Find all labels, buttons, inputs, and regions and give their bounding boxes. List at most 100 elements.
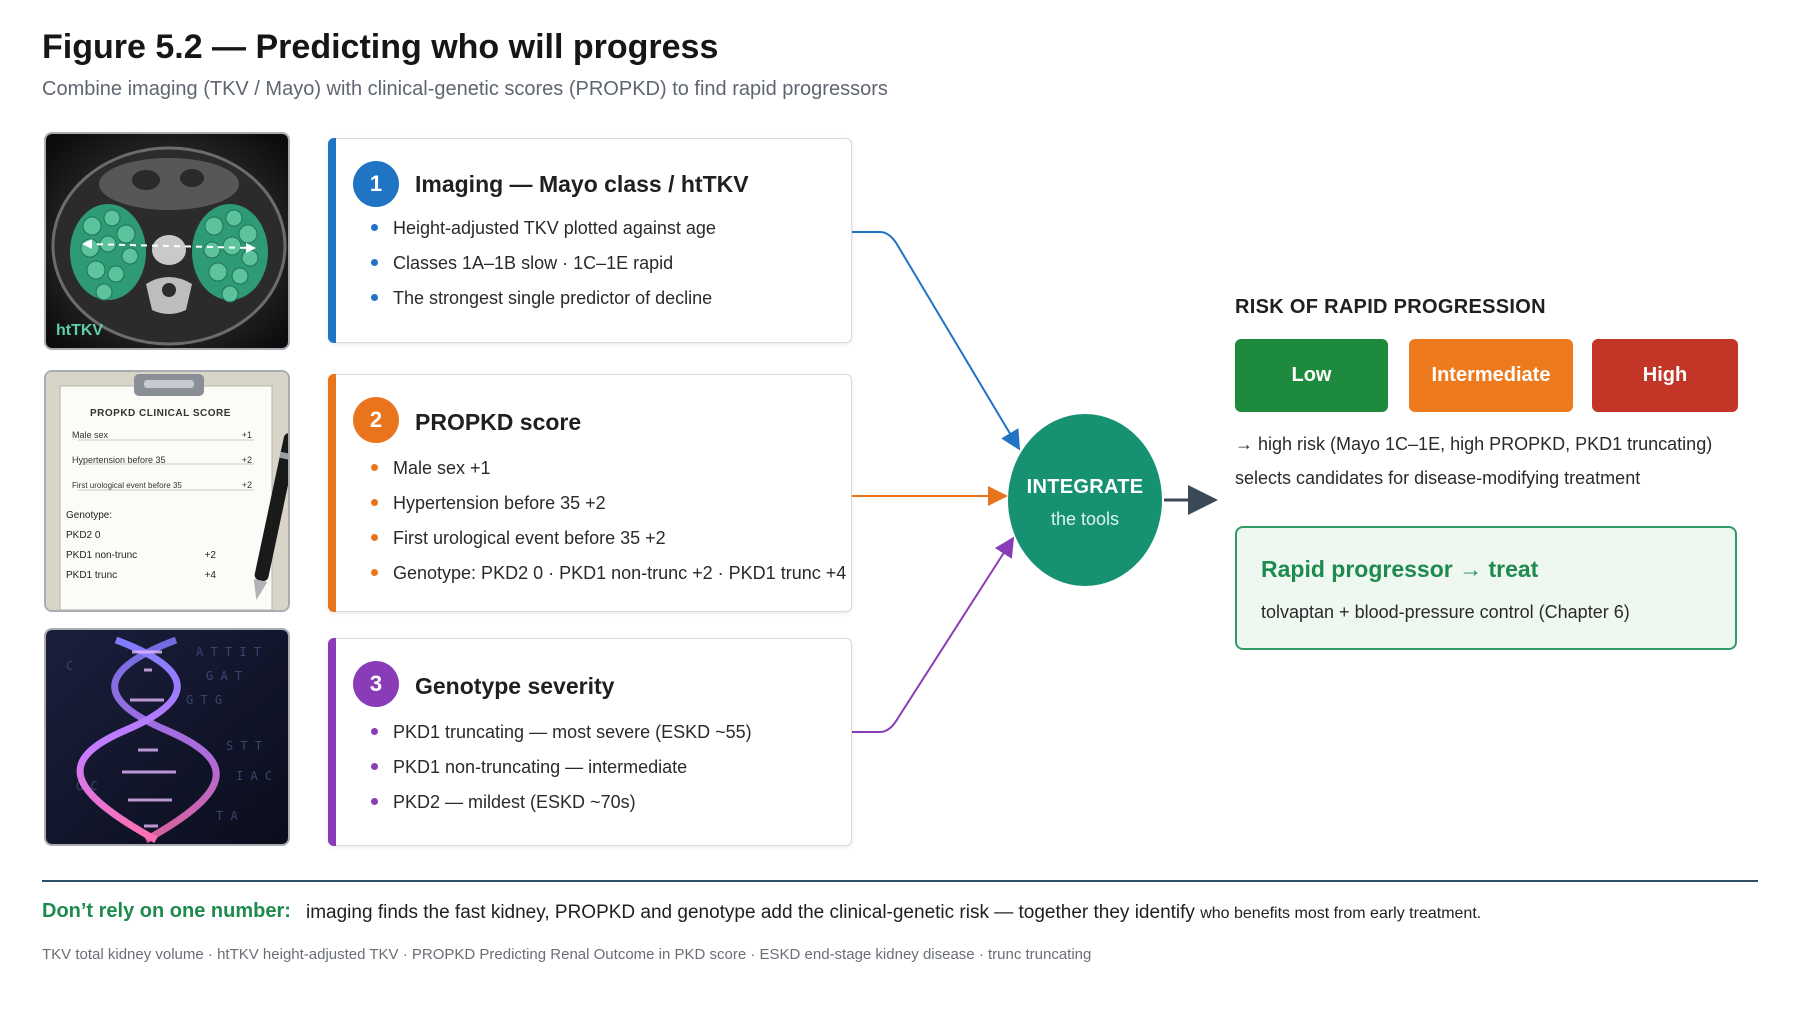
bullet-dot [371, 763, 378, 770]
footer-message-part1: imaging finds the fast kidney, PROPKD an… [306, 902, 1195, 923]
card-title: Imaging — Mayo class / htTKV [415, 171, 749, 197]
bullet-text: Height-adjusted TKV plotted against age [393, 218, 716, 238]
arrow-genotype-to-integrate [852, 536, 1015, 733]
svg-text:G T G: G T G [186, 693, 222, 707]
card-imaging: 1 Imaging — Mayo class / htTKV Height-ad… [328, 138, 852, 343]
footer-key-message: Don’t rely on one number: [42, 900, 291, 922]
score-sheet-row: Male sex +1 [72, 430, 256, 455]
risk-high-pill: High [1592, 339, 1738, 412]
card-title: PROPKD score [415, 409, 582, 435]
bullet-dot [371, 499, 378, 506]
bullet-text: The strongest single predictor of declin… [393, 288, 713, 308]
bullet-item: PKD2 — mildest (ESKD ~70s) [371, 791, 752, 826]
bullet-dot [371, 294, 378, 301]
svg-text:A T T I T: A T T I T [196, 645, 261, 659]
bullet-dot [371, 798, 378, 805]
bullet-dot [371, 569, 378, 576]
bullet-item: Classes 1A–1B slow · 1C–1E rapid [371, 252, 716, 287]
step-number-badge: 1 [353, 161, 399, 207]
bullet-text: Classes 1A–1B slow · 1C–1E rapid [393, 253, 674, 273]
bullet-item: Male sex +1 [371, 457, 846, 492]
bullet-item: The strongest single predictor of declin… [371, 287, 716, 322]
score-sheet-title: PROPKD CLINICAL SCORE [90, 408, 231, 419]
bullet-item: PKD1 truncating — most severe (ESKD ~55) [371, 721, 752, 756]
bullet-dot [371, 259, 378, 266]
score-row-label: Hypertension before 35 [72, 455, 166, 465]
risk-intermediate-pill: Intermediate [1409, 339, 1573, 412]
footer-message: imaging finds the fast kidney, PROPKD an… [306, 902, 1481, 924]
bullet-dot [371, 224, 378, 231]
score-row-points: +1 [241, 430, 252, 440]
genotype-row-points: +2 [204, 550, 216, 561]
integrate-node: INTEGRATE the tools [1008, 414, 1162, 586]
bullet-item: First urological event before 35 +2 [371, 527, 846, 562]
arrow-imaging-to-integrate [852, 231, 1021, 451]
treat-text: tolvaptan + blood-pressure control (Chap… [1261, 602, 1630, 622]
figure-title: Figure 5.2 — Predicting who will progres… [42, 28, 719, 66]
footer-divider [42, 880, 1758, 882]
card-accent-bar [328, 638, 336, 846]
bullet-item: Genotype: PKD2 0 · PKD1 non-trunc +2 · P… [371, 562, 846, 597]
svg-text:G A T: G A T [206, 669, 242, 683]
card-accent-bar [328, 374, 336, 612]
svg-text:I A C: I A C [236, 769, 272, 783]
httkv-label: htTKV [56, 322, 104, 339]
score-sheet-row: Hypertension before 35 +2 [72, 455, 256, 480]
genotype-row-label: PKD1 non-trunc [66, 550, 138, 561]
figure-subtitle: Combine imaging (TKV / Mayo) with clinic… [42, 78, 888, 100]
bullet-item: PKD1 non-truncating — intermediate [371, 756, 752, 791]
step-number-badge: 3 [353, 661, 399, 707]
genotype-label: Genotype: [66, 510, 113, 521]
genotype-row-points: +4 [204, 570, 216, 581]
bullet-text: Genotype: PKD2 0 · PKD1 non-trunc +2 · P… [393, 563, 847, 583]
genotype-row-label: PKD1 trunc [66, 570, 118, 581]
footer-message-part2: who benefits most from early treatment. [1200, 905, 1482, 922]
genotype-row: PKD2 0 [66, 530, 216, 550]
card-bullets: Height-adjusted TKV plotted against age … [371, 217, 716, 322]
treat-title: Rapid progressor → treat [1261, 556, 1539, 582]
genotype-row: PKD1 trunc +4 [66, 570, 216, 590]
score-clipboard-image: PROPKD CLINICAL SCORE Male sex +1 Hypert… [44, 370, 290, 612]
score-sheet-rows: Male sex +1 Hypertension before 35 +2 Fi… [72, 430, 256, 505]
ct-scan-image: htTKV [44, 132, 290, 350]
bullet-text: First urological event before 35 +2 [393, 528, 666, 548]
bullet-dot [371, 534, 378, 541]
score-row-label: Male sex [72, 430, 109, 440]
card-bullets: Male sex +1 Hypertension before 35 +2 Fi… [371, 457, 846, 597]
card-bullets: PKD1 truncating — most severe (ESKD ~55)… [371, 721, 752, 826]
genotype-block: Genotype: PKD2 0 PKD1 non-trunc +2 PKD1 … [66, 510, 216, 590]
bullet-text: PKD2 — mildest (ESKD ~70s) [393, 792, 636, 812]
risk-low-pill: Low [1235, 339, 1388, 412]
score-row-label: First urological event before 35 [72, 481, 182, 490]
svg-text:T A: T A [216, 809, 238, 823]
bullet-text: PKD1 non-truncating — intermediate [393, 757, 688, 777]
score-sheet-row: First urological event before 35 +2 [72, 480, 256, 505]
score-row-points: +2 [241, 480, 252, 490]
integrate-subtitle: the tools [1050, 509, 1120, 529]
bullet-item: Height-adjusted TKV plotted against age [371, 217, 716, 252]
bullet-text: Male sex +1 [393, 458, 491, 478]
card-title: Genotype severity [415, 673, 615, 699]
card-genotype: 3 Genotype severity PKD1 truncating — mo… [328, 638, 852, 846]
bullet-item: Hypertension before 35 +2 [371, 492, 846, 527]
svg-text:C: C [66, 659, 73, 673]
bullet-dot [371, 728, 378, 735]
score-row-points: +2 [241, 455, 252, 465]
card-accent-bar [328, 138, 336, 343]
card-propkd: 2 PROPKD score Male sex +1 Hypertension … [328, 374, 852, 612]
step-number-badge: 2 [353, 397, 399, 443]
abbreviations-note: TKV total kidney volume · htTKV height-a… [42, 946, 1092, 963]
svg-text:S T T: S T T [226, 739, 262, 753]
genotype-row-label: PKD2 0 [66, 530, 101, 541]
integrate-title: INTEGRATE [1026, 476, 1144, 498]
bullet-dot [371, 464, 378, 471]
treat-callout: Rapid progressor → treat tolvaptan + blo… [1235, 526, 1737, 650]
bullet-text: PKD1 truncating — most severe (ESKD ~55) [393, 722, 752, 742]
bullet-text: Hypertension before 35 +2 [393, 493, 606, 513]
risk-explanation-line2: selects candidates for disease-modifying… [1235, 468, 1641, 488]
risk-explanation-line1: → high risk (Mayo 1C–1E, high PROPKD, PK… [1235, 434, 1713, 454]
genotype-row: PKD1 non-trunc +2 [66, 550, 216, 570]
risk-title: RISK OF RAPID PROGRESSION [1235, 296, 1546, 318]
